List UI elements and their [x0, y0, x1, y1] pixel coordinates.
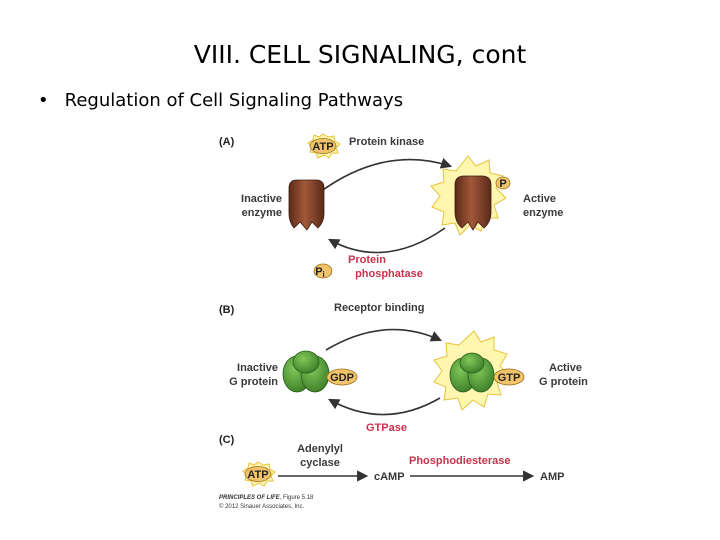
activation-arrow [325, 328, 443, 351]
adenylyl-cyclase-label-1: Adenylyl [297, 443, 343, 455]
inactivation-arrow [328, 397, 441, 416]
phosphodiesterase-label: Phosphodiesterase [409, 455, 510, 467]
receptor-binding-label: Receptor binding [334, 302, 424, 314]
panel-b-letter: (B) [219, 304, 235, 316]
gtpase-label: GTPase [366, 422, 407, 434]
inactive-enzyme-label-1: Inactive [241, 193, 282, 205]
pi-label: Pi [315, 266, 325, 279]
inactive-gprotein-shape [282, 350, 330, 393]
bullet-text: Regulation of Cell Signaling Pathways [64, 90, 404, 111]
active-enzyme-shape [454, 175, 492, 231]
pi-badge [313, 263, 333, 279]
inactive-gprotein-label-1: Inactive [237, 362, 278, 374]
adenylyl-cyclase-label-2: cyclase [300, 457, 340, 469]
gtp-label: GTP [498, 372, 521, 384]
slide-title: VIII. CELL SIGNALING, cont [193, 40, 527, 69]
atp-burst-a: ATP [307, 133, 341, 159]
active-gprotein-label-1: Active [549, 362, 582, 374]
inactive-enzyme-label-2: enzyme [242, 207, 282, 219]
protein-kinase-label: Protein kinase [349, 136, 424, 148]
bullet-item: • Regulation of Cell Signaling Pathways [38, 90, 403, 111]
inactive-gprotein-label-2: G protein [229, 376, 278, 388]
phosphorylation-arrow [319, 157, 453, 193]
copyright-credit: © 2012 Sinauer Associates, Inc. [219, 503, 304, 510]
active-gprotein-label-2: G protein [539, 376, 588, 388]
atp-label-c: ATP [247, 469, 268, 481]
panel-c-letter: (C) [219, 434, 235, 446]
atp-burst-c: ATP [242, 461, 276, 487]
inactive-enzyme-shape [288, 179, 325, 231]
camp-label: cAMP [374, 471, 405, 483]
active-enzyme-label-2: enzyme [523, 207, 563, 219]
phosphate-badge [495, 176, 511, 190]
gdp-badge [326, 368, 358, 386]
gdp-label: GDP [330, 372, 354, 384]
dephosphorylation-arrow [328, 227, 446, 254]
bullet-dot: • [38, 90, 49, 111]
panel-a-letter: (A) [219, 136, 235, 148]
atp-label-a: ATP [312, 141, 333, 153]
protein-phosphatase-label-2: phosphatase [355, 268, 423, 280]
phosphate-label: P [499, 178, 506, 190]
active-gprotein-shape [449, 352, 495, 393]
gtp-badge [493, 368, 525, 386]
amp-label: AMP [540, 471, 564, 483]
active-enzyme-label-1: Active [523, 193, 556, 205]
figure-credit: PRINCIPLES OF LIFE, Figure 5.18 [219, 495, 314, 501]
protein-phosphatase-label-1: Protein [348, 254, 386, 266]
